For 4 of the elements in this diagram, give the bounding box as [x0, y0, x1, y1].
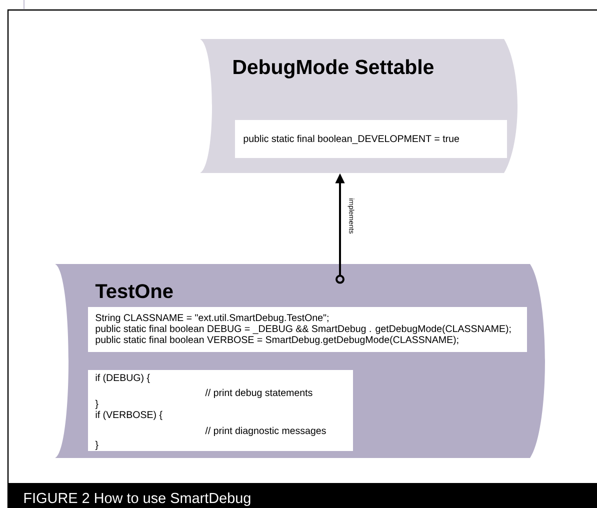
code-box: if (DEBUG) { // print debug statements } if (VERBOSE) { // print diagnostic messages } — [88, 370, 353, 451]
caption-band: FIGURE 2 How to use SmartDebug — [8, 483, 597, 508]
code-box: String CLASSNAME = "ext.util.SmartDebug.TestOne"; public static final boolean DEBUG = _DEBUG && SmartDebug . getDebugMode(CLASSNAME); public static final boolean VERBOSE = SmartDebug.getDebugMode(CLASSNAME); — [88, 307, 527, 352]
code-box: public static final boolean_DEVELOPMENT = true — [235, 120, 507, 158]
